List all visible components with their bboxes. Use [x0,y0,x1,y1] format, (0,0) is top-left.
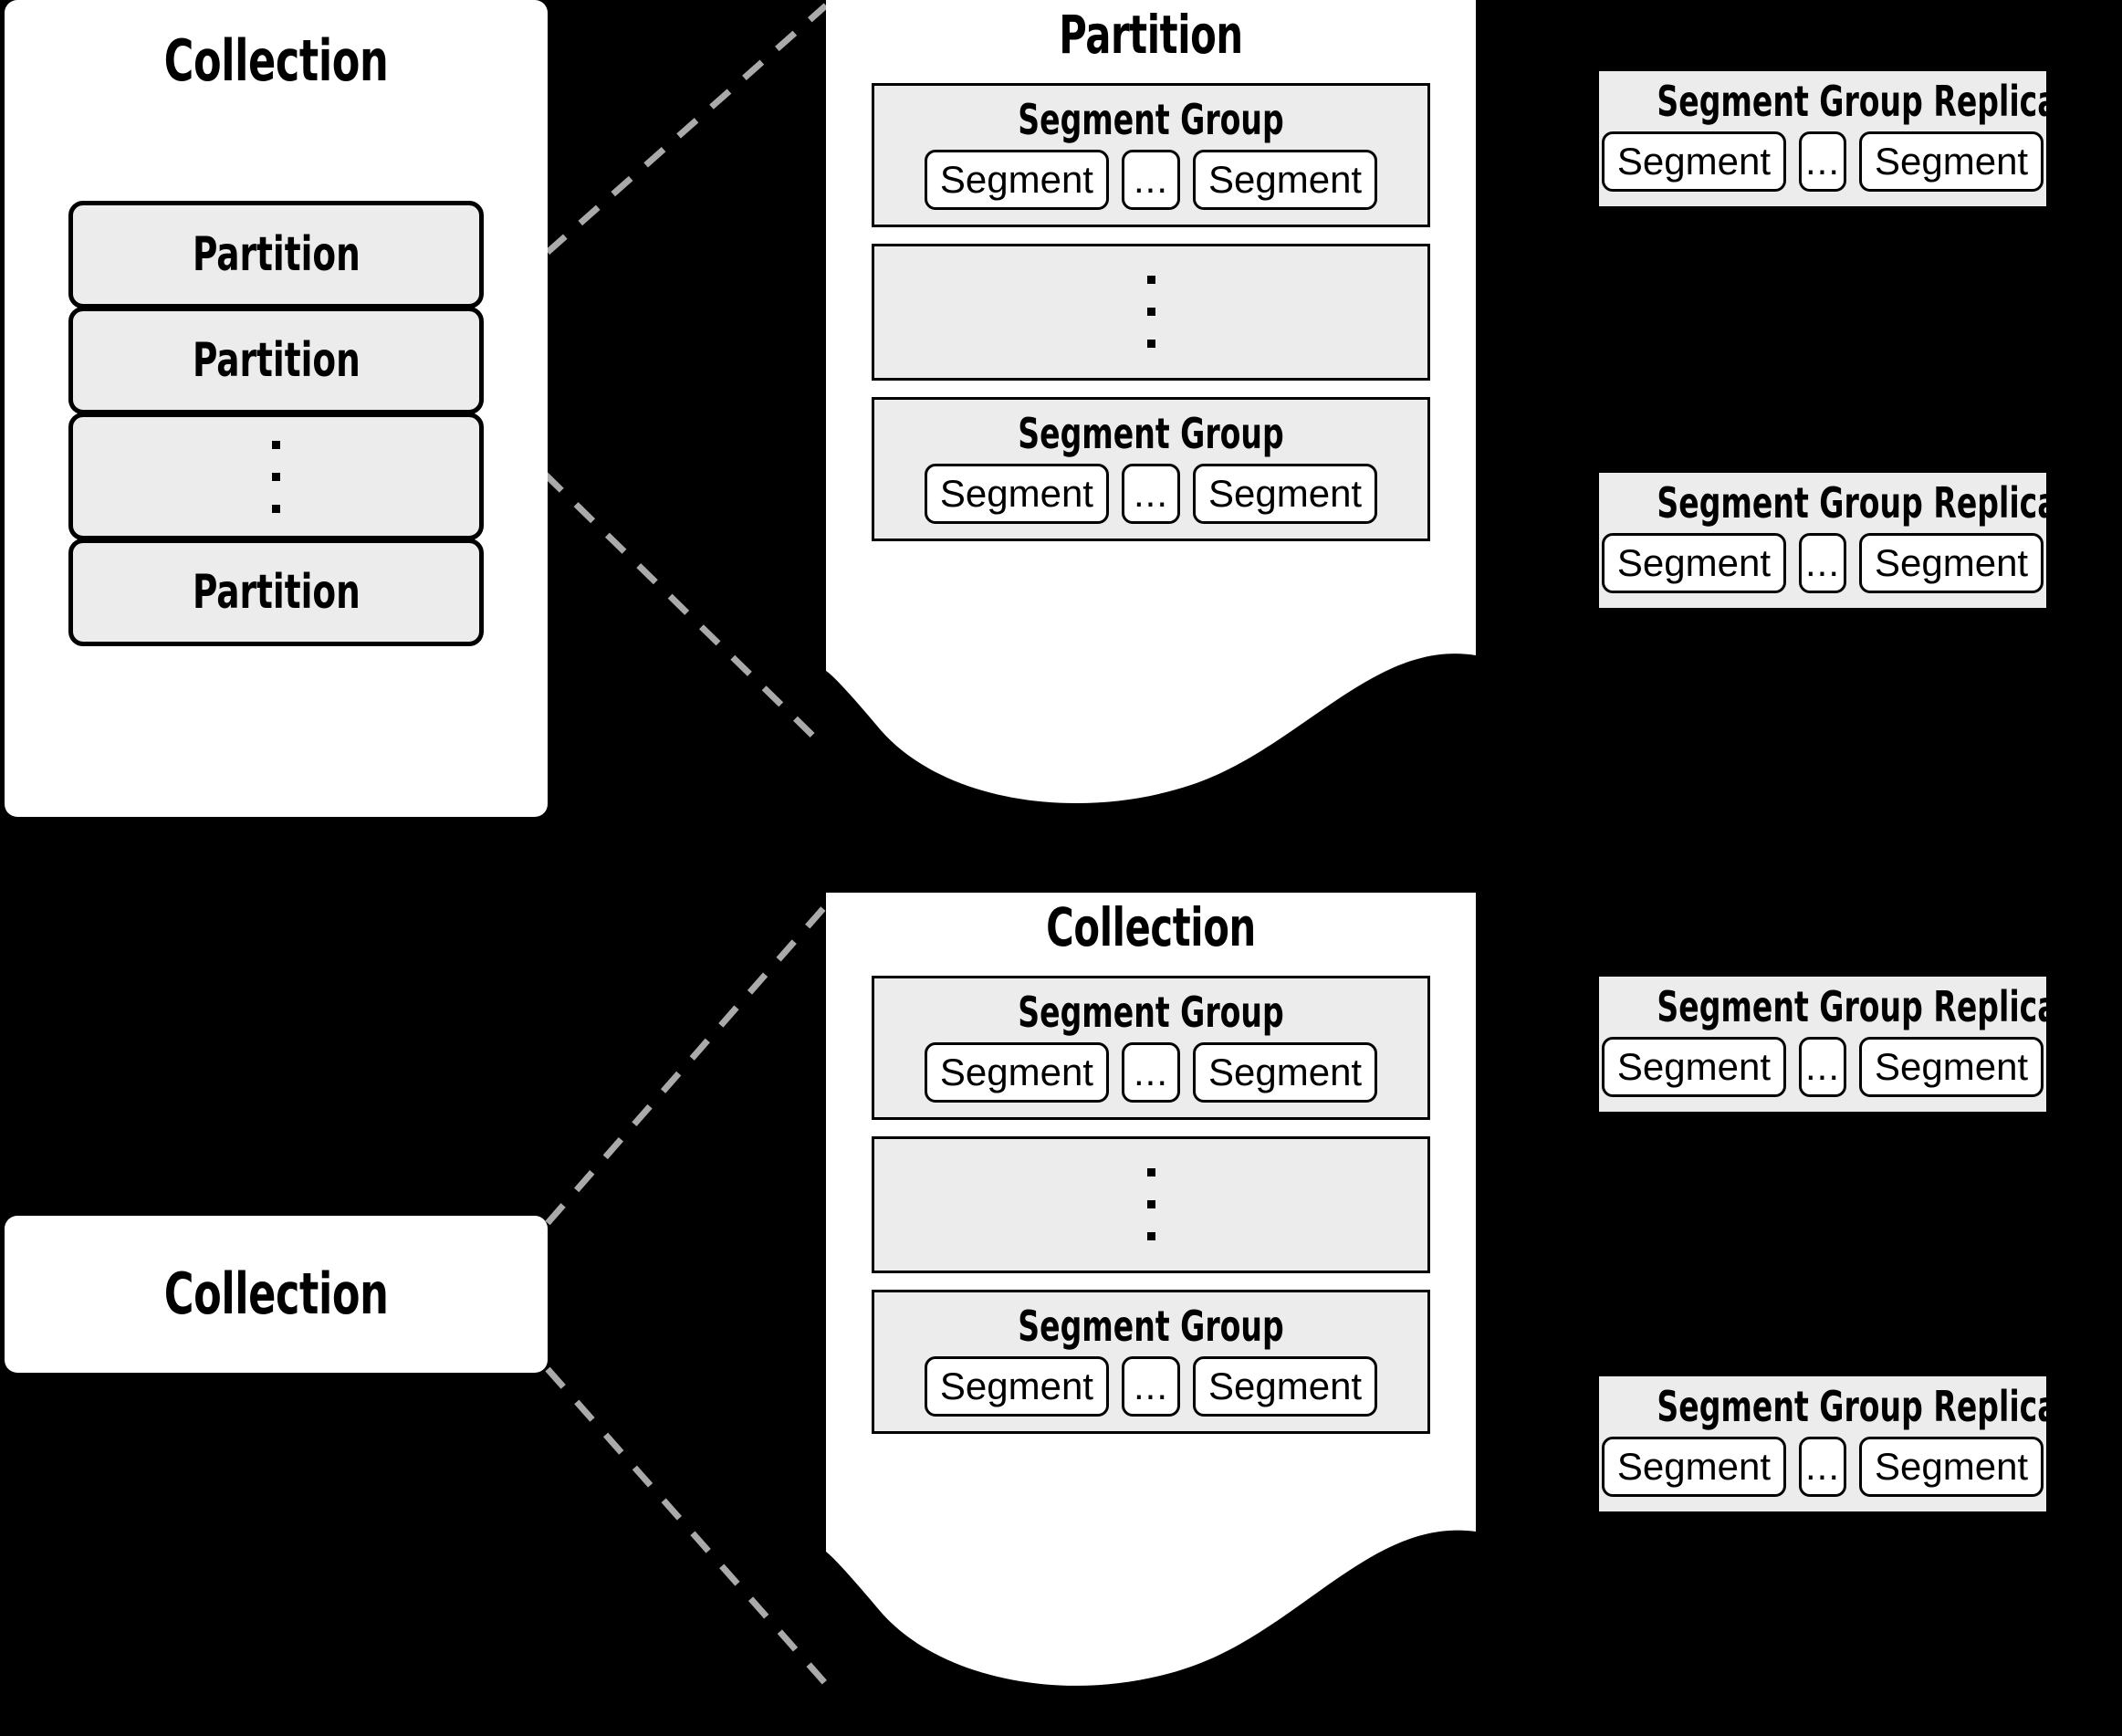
segment-ellipsis-box: ... [1799,1037,1846,1097]
partition-ellipsis-placeholder [68,413,484,540]
segment-group-title: Segment Group [1018,1301,1284,1351]
segment-row: Segment ... Segment [1601,1437,2044,1497]
segment-group-1[interactable]: Segment Group Segment ... Segment [872,82,1430,227]
collection-detail-title: Collection [1046,896,1256,958]
segment-group-replica-title: Segment Group Replica [1657,982,2058,1031]
collection-detail-content: Collection Segment Group Segment ... Seg… [826,893,1476,1434]
segment-group-replica-3[interactable]: Segment Group Replica Segment ... Segmen… [1599,977,2058,1112]
dot [1146,1200,1155,1209]
dot [1146,308,1155,317]
segment-group-2[interactable]: Segment Group Segment ... Segment [872,396,1430,541]
segment-row: Segment ... Segment [1601,1037,2044,1097]
segment-box[interactable]: Segment [1859,1037,2044,1097]
segment-box[interactable]: Segment [1193,463,1378,524]
segment-box[interactable]: Segment [1193,1041,1378,1103]
connector-collection-top [545,903,829,1226]
segment-ellipsis-box: ... [1121,463,1180,524]
collection-box-bottom[interactable]: Collection [5,1216,548,1373]
dot [1146,1232,1155,1241]
segment-box[interactable]: Segment [1601,131,1786,192]
partition-detail-content: Partition Segment Group Segment ... Segm… [826,0,1476,541]
dot [1146,276,1155,285]
segment-ellipsis-box: ... [1799,131,1846,192]
segment-group-replica-1[interactable]: Segment Group Replica Segment ... Segmen… [1599,71,2058,206]
segment-box[interactable]: Segment [924,1041,1109,1103]
segment-group-title: Segment Group [1018,987,1284,1037]
dot [1146,1168,1155,1177]
segment-group-ellipsis-placeholder [872,243,1430,381]
partition-item-label: Partition [192,565,361,620]
collection-box-title: Collection [163,1260,389,1328]
partition-detail-title: Partition [1059,4,1243,66]
segment-group-1[interactable]: Segment Group Segment ... Segment [872,975,1430,1120]
segment-box[interactable]: Segment [1859,131,2044,192]
partition-item-3[interactable]: Partition [68,539,484,646]
segment-group-title: Segment Group [1018,408,1284,458]
segment-row: Segment ... Segment [1601,533,2044,593]
segment-group-replica-2[interactable]: Segment Group Replica Segment ... Segmen… [1599,473,2058,608]
segment-row: Segment ... Segment [1601,131,2044,192]
partition-detail-panel: Partition Segment Group Segment ... Segm… [826,0,1476,821]
segment-box[interactable]: Segment [924,149,1109,210]
segment-box[interactable]: Segment [1601,1037,1786,1097]
collection-panel-top: Collection Partition Partition Partition [5,0,548,817]
dot [1146,340,1155,349]
segment-box[interactable]: Segment [1601,1437,1786,1497]
segment-box[interactable]: Segment [1193,1355,1378,1417]
collection-detail-panel: Collection Segment Group Segment ... Seg… [826,893,1476,1736]
segment-group-replica-title: Segment Group Replica [1657,77,2058,126]
segment-box[interactable]: Segment [924,1355,1109,1417]
partition-item-1[interactable]: Partition [68,201,484,309]
partition-stack: Partition Partition Partition [68,201,484,646]
segment-ellipsis-box: ... [1121,1355,1180,1417]
segment-box[interactable]: Segment [924,463,1109,524]
segment-group-replica-4[interactable]: Segment Group Replica Segment ... Segmen… [1599,1376,2058,1511]
connector-collection-bottom [545,1366,829,1687]
partition-item-2[interactable]: Partition [68,307,484,414]
partition-item-label: Partition [192,333,361,388]
segment-ellipsis-box: ... [1799,533,1846,593]
segment-box[interactable]: Segment [1601,533,1786,593]
segment-box[interactable]: Segment [1859,1437,2044,1497]
segment-group-title: Segment Group [1018,94,1284,144]
segment-row: Segment ... Segment [889,463,1413,524]
segment-ellipsis-box: ... [1121,1041,1180,1103]
dot [272,440,280,449]
segment-row: Segment ... Segment [889,1041,1413,1103]
segment-group-2[interactable]: Segment Group Segment ... Segment [872,1289,1430,1434]
segment-ellipsis-box: ... [1121,149,1180,210]
segment-ellipsis-box: ... [1799,1437,1846,1497]
dot [272,472,280,481]
segment-group-ellipsis-placeholder [872,1135,1430,1273]
collection-panel-title: Collection [163,27,389,94]
segment-box[interactable]: Segment [1859,533,2044,593]
segment-box[interactable]: Segment [1193,149,1378,210]
segment-row: Segment ... Segment [889,1355,1413,1417]
segment-group-replica-title: Segment Group Replica [1657,1382,2058,1431]
partition-item-label: Partition [192,227,361,282]
segment-group-replica-title: Segment Group Replica [1657,478,2058,528]
dot [272,504,280,513]
segment-row: Segment ... Segment [889,149,1413,210]
